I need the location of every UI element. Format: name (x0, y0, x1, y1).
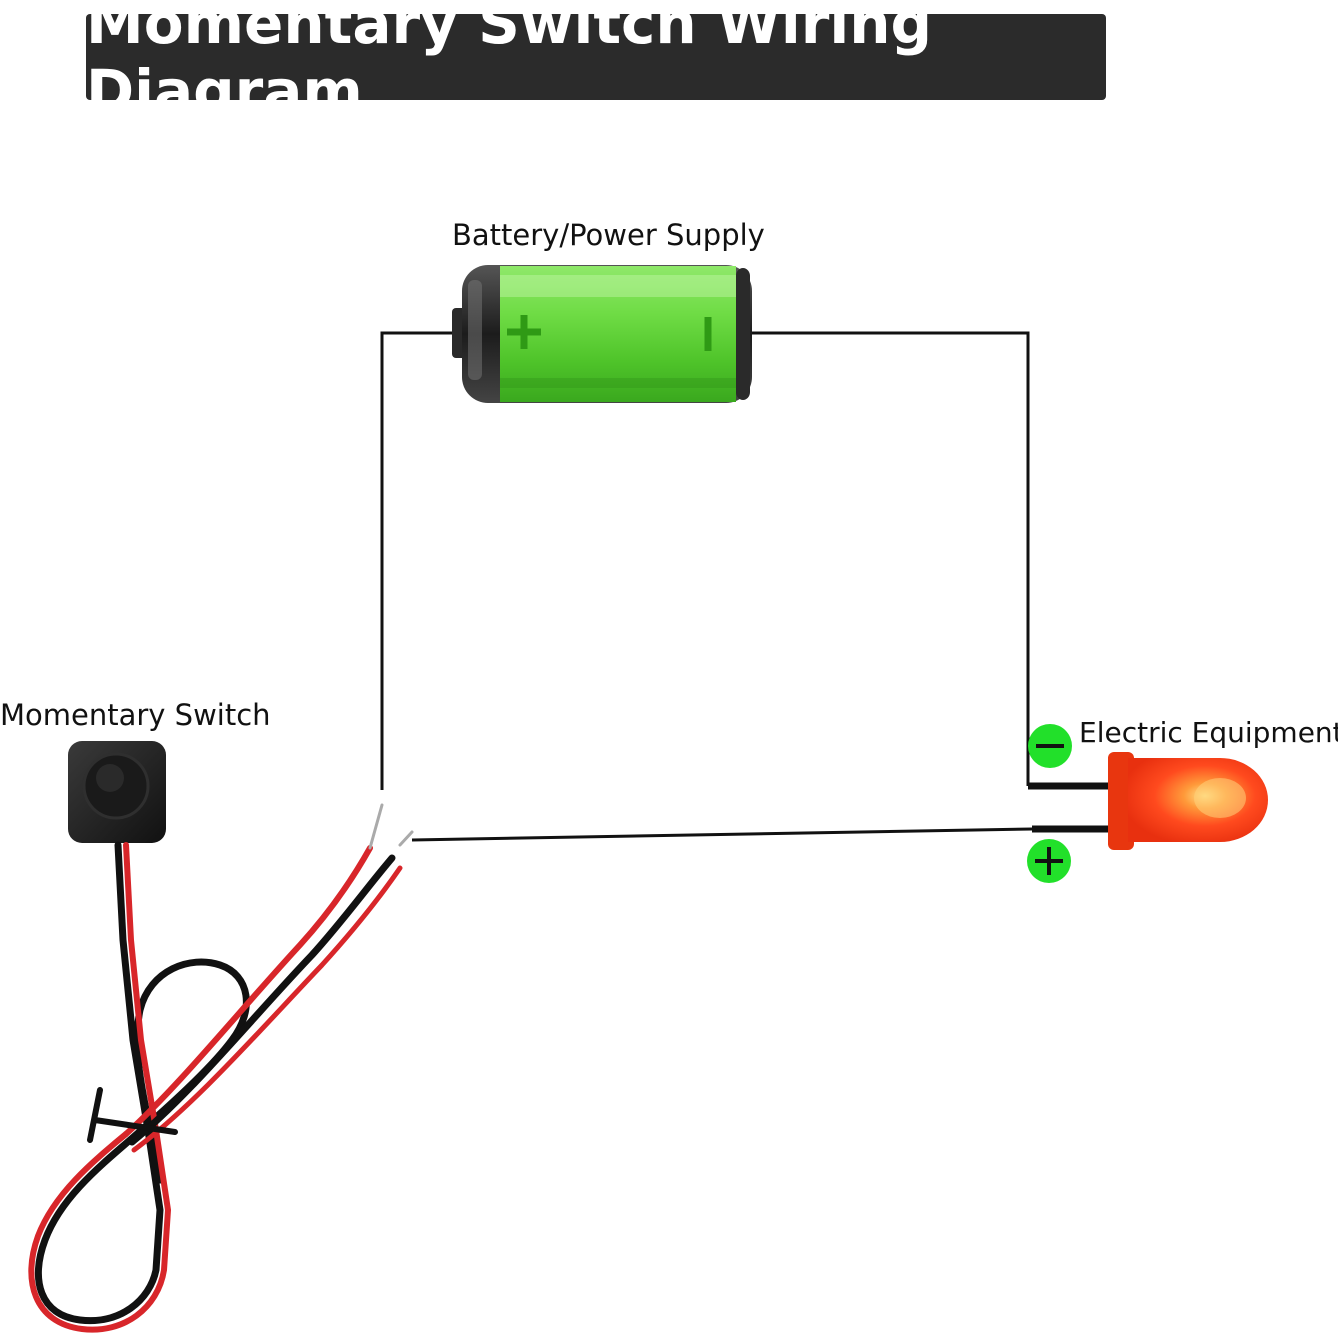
wire-battery-positive (380, 331, 455, 790)
switch-cable (28, 803, 414, 1333)
switch-label: Momentary Switch (0, 698, 271, 732)
battery (452, 265, 752, 403)
wire-battery-negative (750, 331, 1030, 786)
title-banner: Momentary Switch Wiring Diagram (86, 0, 1106, 125)
circuit-wires (380, 331, 1033, 842)
led-negative-marker (1028, 724, 1072, 768)
page-title: Momentary Switch Wiring Diagram (86, 0, 933, 125)
led-equipment (1028, 752, 1268, 850)
equipment-label: Electric Equipment (1079, 716, 1338, 749)
cable-tie (87, 1087, 178, 1143)
battery-plus-icon (507, 315, 541, 349)
wire-led-positive (411, 827, 1033, 842)
plus-icon (1035, 847, 1063, 875)
led-positive-marker (1027, 839, 1071, 883)
battery-label: Battery/Power Supply (452, 218, 765, 252)
momentary-switch (68, 741, 166, 843)
